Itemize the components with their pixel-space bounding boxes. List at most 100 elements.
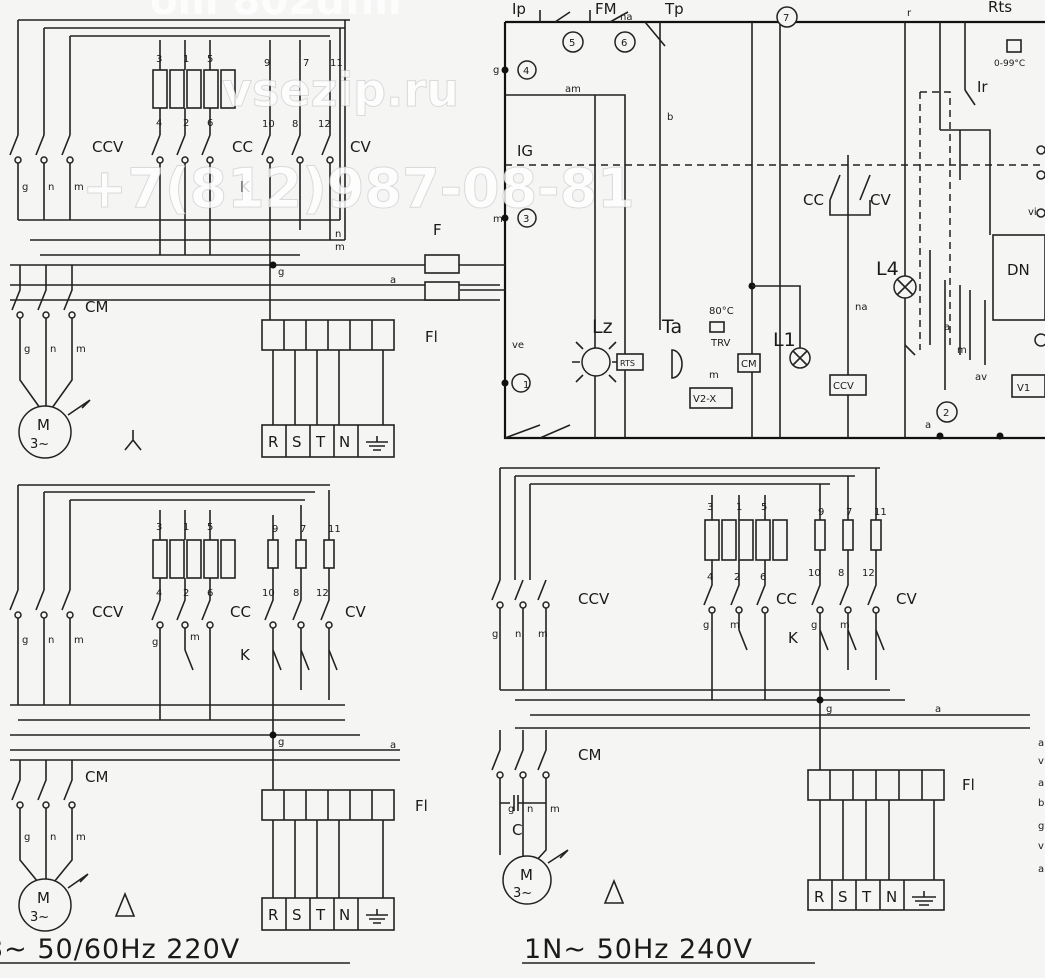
ccv-label-2: CCV — [92, 603, 124, 621]
res-num-9c: 9 — [818, 507, 824, 518]
wire-m-11: m — [550, 804, 560, 815]
res-num-7b: 7 — [300, 524, 306, 535]
k-label-2: K — [240, 646, 251, 664]
terminal-r-2: R — [268, 906, 278, 924]
wire-b-1: b — [667, 112, 673, 123]
res-num-11c: 11 — [874, 507, 887, 518]
circled-2: 2 — [943, 408, 949, 419]
wire-m-3: m — [335, 242, 345, 253]
wire-g-3: g — [278, 267, 284, 278]
wire-g-7: g — [278, 737, 284, 748]
labels: CCV CC CV K CM Fl F M 3~ R S T N 3 1 5 4… — [22, 0, 1044, 925]
wire-a-2: a — [925, 420, 931, 431]
watermark-site: vsezip.ru — [222, 63, 459, 117]
watermark-top-partial: olli 802dfiii — [150, 0, 402, 24]
circled-1: 1 — [523, 380, 529, 391]
cm-label-1: CM — [85, 298, 108, 316]
res-num-10a: 10 — [262, 119, 275, 130]
bottom-right-power-block — [491, 467, 1030, 911]
watermark-phone: +7(812)987-08-81 — [82, 157, 635, 220]
motor-m-1: M — [37, 416, 50, 434]
edge-letter-4: b — [1038, 798, 1044, 809]
wire-g-10: g — [508, 804, 514, 815]
wire-ve: ve — [512, 340, 524, 351]
cc-label-2: CC — [230, 603, 251, 621]
ta-label: Ta — [661, 316, 682, 338]
top-left-power-block — [9, 19, 500, 459]
cm-label-3: CM — [578, 746, 601, 764]
terminal-r-3: R — [814, 888, 824, 906]
bottom-left-power-block — [9, 484, 400, 932]
motor-m-2: M — [37, 889, 50, 907]
v2x-label: V2-X — [693, 394, 716, 405]
wire-g-11: g — [826, 704, 832, 715]
res-num-5c: 5 — [761, 502, 767, 513]
res-num-8a: 8 — [292, 119, 298, 130]
wire-m-7: m — [74, 635, 84, 646]
motor-3-2: 3~ — [30, 910, 49, 925]
wire-m-2: m — [76, 344, 86, 355]
terminal-t-2: T — [315, 906, 326, 924]
wire-m-13: m — [840, 620, 850, 631]
edge-letter-6: v — [1038, 841, 1044, 852]
cm-box-label: CM — [741, 359, 757, 370]
na-label-2: na — [855, 302, 867, 313]
res-num-4b: 4 — [156, 588, 162, 599]
res-num-2c: 2 — [734, 572, 740, 583]
terminal-n-3: N — [886, 888, 897, 906]
wire-g-6: g — [24, 832, 30, 843]
ccv-label-1: CCV — [92, 138, 124, 156]
wire-m-5: m — [709, 370, 719, 381]
cv-label-3: CV — [896, 590, 917, 608]
wire-a-1: a — [390, 275, 396, 286]
c-label: C — [512, 821, 522, 839]
wire-g-9: g — [492, 629, 498, 640]
fi-label-1: Fl — [425, 328, 438, 346]
motor-m-3: M — [520, 866, 533, 884]
res-num-7a: 7 — [303, 58, 309, 69]
res-num-8b: 8 — [293, 588, 299, 599]
wire-n-6: n — [50, 832, 56, 843]
res-num-12b: 12 — [316, 588, 329, 599]
terminal-n-1: N — [339, 433, 350, 451]
wire-m-8: m — [76, 832, 86, 843]
res-num-4c: 4 — [707, 572, 713, 583]
wire-a-5: a — [935, 704, 941, 715]
wire-g-8: g — [152, 637, 158, 648]
fi-label-2: Fl — [415, 797, 428, 815]
wire-g-1: g — [22, 182, 28, 193]
l4-label: L4 — [876, 258, 899, 280]
wire-n-1: n — [48, 182, 54, 193]
rts-box-label: RTS — [620, 359, 635, 368]
fi-label-3: Fl — [962, 776, 975, 794]
wire-g-4: g — [493, 65, 499, 76]
res-num-2b: 2 — [183, 588, 189, 599]
res-num-7c: 7 — [846, 507, 852, 518]
wire-m-1: m — [74, 182, 84, 193]
cm-label-2: CM — [85, 768, 108, 786]
am-label: am — [565, 84, 581, 95]
wire-n-9: n — [515, 629, 521, 640]
caption-three-phase: 3~ 50/60Hz 220V — [0, 934, 240, 965]
res-num-4a: 4 — [156, 118, 162, 129]
wire-av: av — [975, 372, 987, 383]
wire-m-6: m — [493, 214, 503, 225]
ip-label: Ip — [512, 0, 526, 18]
cv-label-1: CV — [350, 138, 371, 156]
res-num-6b: 6 — [207, 588, 213, 599]
ir-label: Ir — [977, 78, 988, 96]
wire-n-2: n — [50, 344, 56, 355]
wire-n-3: n — [335, 229, 341, 240]
fuse-label: F — [433, 221, 442, 239]
res-num-11a: 11 — [330, 58, 343, 69]
wire-m-12: m — [730, 620, 740, 631]
res-num-6c: 6 — [760, 572, 766, 583]
res-num-9a: 9 — [264, 58, 270, 69]
temp-80-label: 80°C — [709, 306, 734, 317]
cv-label-2: CV — [345, 603, 366, 621]
na-label-1: na — [620, 12, 632, 23]
cc-label-1: CC — [232, 138, 253, 156]
ccv-box-label: CCV — [833, 381, 854, 392]
